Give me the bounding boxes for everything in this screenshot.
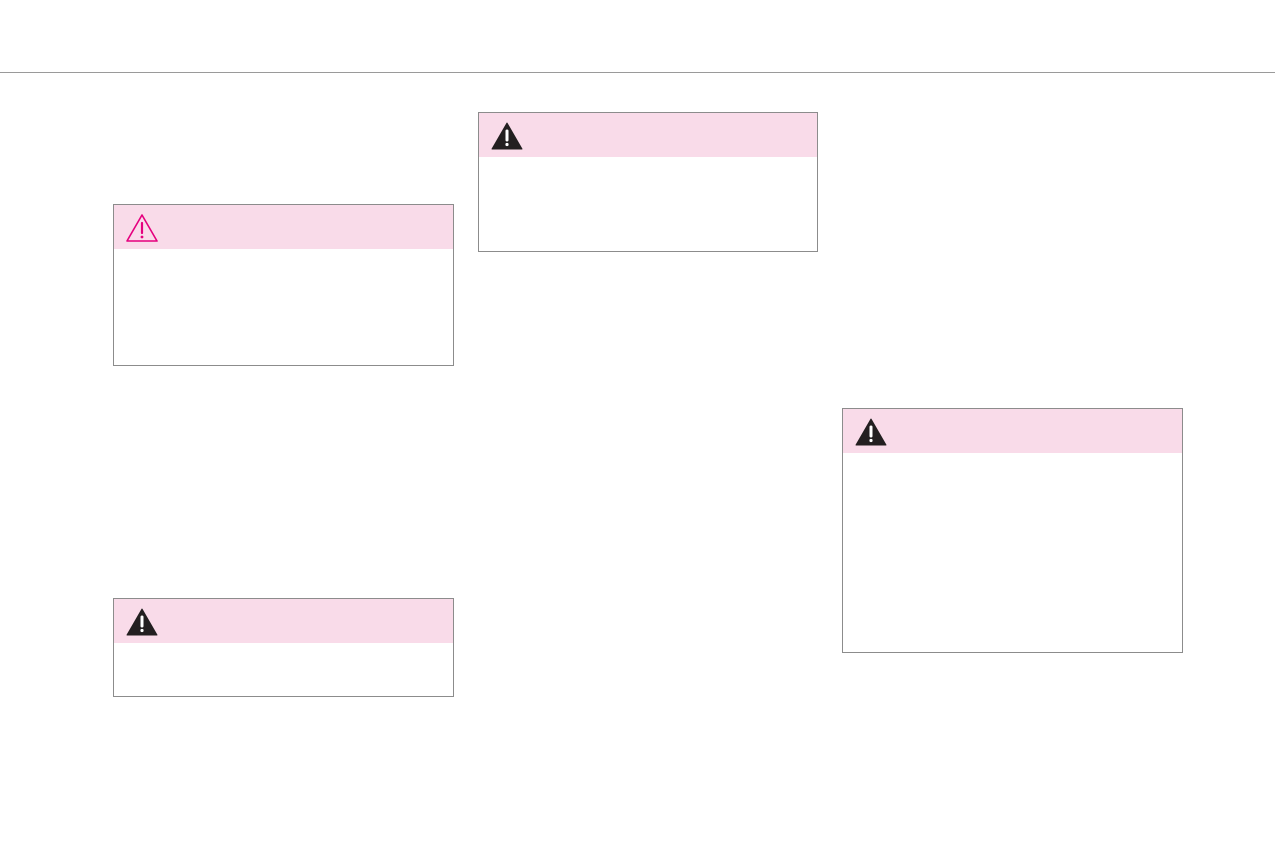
header-divider (0, 72, 1275, 73)
side-tick-right (453, 293, 454, 315)
warning-filled-triangle-icon (126, 608, 158, 636)
caution-outline-triangle-icon (126, 214, 158, 242)
side-tick-left (842, 575, 843, 597)
side-tick-right (1182, 509, 1183, 529)
warning-box (842, 408, 1183, 653)
warning-box-header (479, 113, 817, 157)
warning-box (113, 598, 454, 697)
warning-box (478, 112, 818, 252)
caution-box-header (114, 205, 453, 249)
caution-box (113, 204, 454, 366)
side-tick-right (1182, 575, 1183, 597)
warning-filled-triangle-icon (855, 418, 887, 446)
warning-box-header (114, 599, 453, 643)
warning-box-header (843, 409, 1182, 453)
side-tick-left (113, 293, 114, 315)
warning-filled-triangle-icon (491, 122, 523, 150)
side-tick-left (842, 509, 843, 529)
